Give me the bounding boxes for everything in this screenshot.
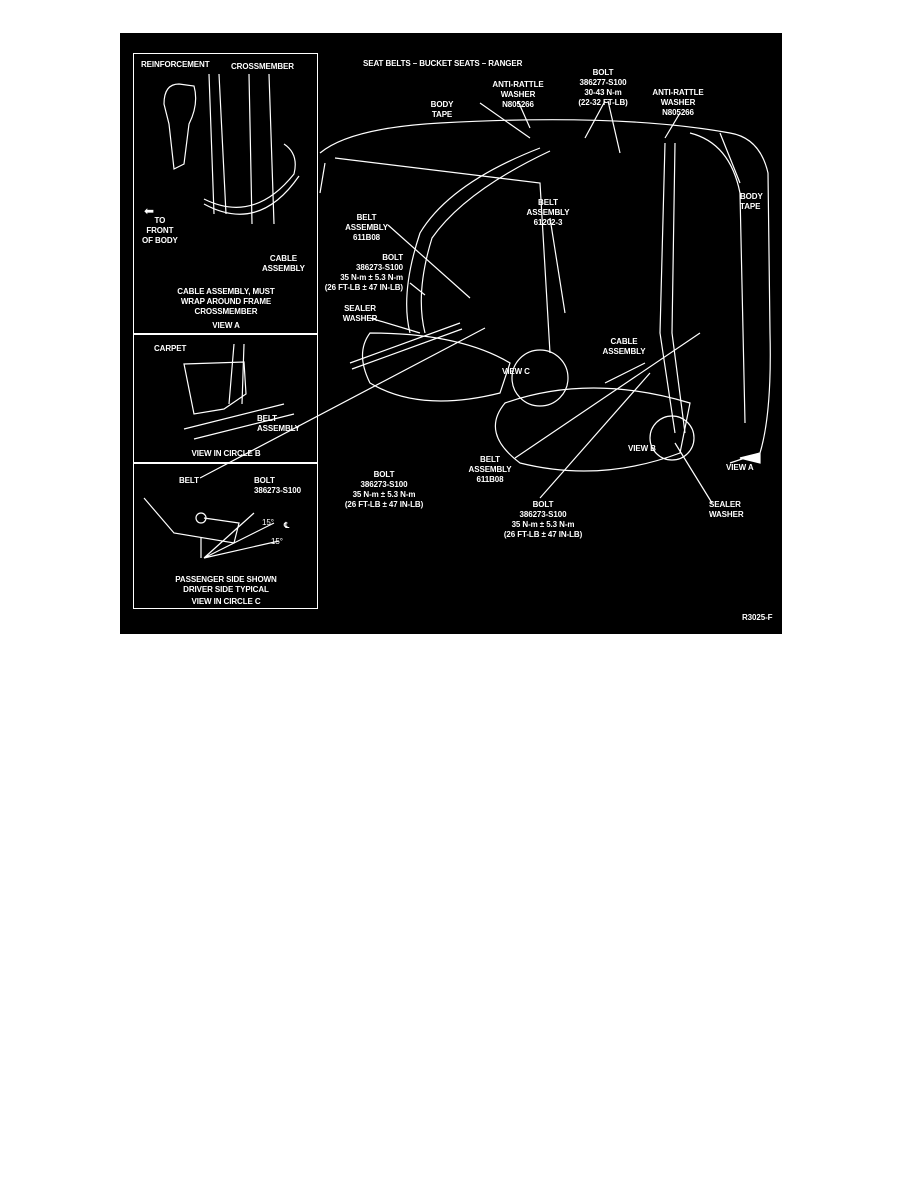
view-c-label: VIEW C — [502, 367, 530, 376]
sill-left — [349, 322, 463, 370]
rear-window — [319, 157, 551, 354]
anti-rattle-washer-label: ANTI-RATTLE WASHER N805266 — [652, 88, 704, 117]
left-shoulder-belt — [406, 147, 541, 334]
circle-b — [649, 415, 695, 461]
view-c-caption: VIEW IN CIRCLE C — [191, 597, 261, 606]
view-c-panel: BELT BOLT 386273-S100 15° ℄ 15° PASSENGE… — [133, 462, 318, 609]
line-art — [199, 100, 771, 504]
belt-assembly-label: BELT ASSEMBLY 611B08 — [345, 213, 388, 242]
cable-assembly-label: CABLE ASSEMBLY — [262, 254, 305, 273]
centerline-symbol: ℄ — [284, 521, 290, 530]
bolt-label: BOLT 386273-S100 35 N-m ± 5.3 N-m (26 FT… — [344, 470, 424, 509]
left-seat — [361, 332, 511, 402]
crossmember-label: CROSSMEMBER — [231, 62, 294, 71]
view-b-caption: VIEW IN CIRCLE B — [191, 449, 261, 458]
arrow-left-icon: ⬅ — [144, 204, 155, 218]
anti-rattle-washer-label: ANTI-RATTLE WASHER N805266 — [492, 80, 544, 109]
passenger-note: PASSENGER SIDE SHOWN DRIVER SIDE TYPICAL — [175, 575, 277, 594]
sealer-washer-label: SEALER WASHER — [709, 500, 744, 519]
body-tape-label: BODY TAPE — [740, 192, 763, 211]
view-a-art — [163, 73, 300, 225]
cable-assembly-label: CABLE ASSEMBLY — [602, 337, 646, 356]
circle-c — [511, 349, 569, 407]
belt-assembly-label: BELT ASSEMBLY — [257, 414, 300, 433]
belt-assembly-label: BELT ASSEMBLY 61202-3 — [526, 198, 570, 227]
cable-note: CABLE ASSEMBLY, MUST WRAP AROUND FRAME C… — [177, 287, 275, 316]
reinforcement-label: REINFORCEMENT — [141, 60, 210, 69]
view-a-panel: REINFORCEMENT CROSSMEMBER ⬅ TO FRONT OF … — [133, 53, 318, 335]
view-c-art — [143, 497, 280, 559]
seat-belt-diagram: SEAT BELTS – BUCKET SEATS – RANGER ANTI-… — [120, 33, 782, 634]
right-shoulder-belt — [659, 142, 686, 434]
cab-roof-outline — [319, 119, 771, 464]
diagram-title: SEAT BELTS – BUCKET SEATS – RANGER — [363, 59, 523, 68]
bolt-label: BOLT 386273-S100 — [254, 476, 301, 495]
body-tape-label: BODY TAPE — [430, 100, 454, 119]
angle-label: 15° — [271, 537, 283, 546]
carpet-label: CARPET — [154, 344, 187, 353]
angle-label: 15° — [262, 518, 274, 527]
belt-assembly-label: BELT ASSEMBLY 611B08 — [468, 455, 512, 484]
b-pillar — [689, 132, 746, 424]
view-a-label: VIEW A — [726, 463, 754, 472]
belt-label: BELT — [179, 476, 199, 485]
bolt-top-label: BOLT 386277-S100 30-43 N-m (22-32 FT-LB) — [578, 68, 628, 107]
right-seat — [494, 387, 691, 472]
bolt-label: BOLT 386273-S100 35 N-m ± 5.3 N-m (26 FT… — [503, 500, 583, 539]
view-b-art — [183, 343, 295, 440]
to-front-label: TO FRONT OF BODY — [142, 216, 178, 245]
view-b-panel: CARPET BELT ASSEMBLY VIEW IN CIRCLE B — [133, 333, 318, 464]
view-b-label: VIEW B — [628, 444, 656, 453]
bolt-label: BOLT 386273-S100 35 N-m ± 5.3 N-m (26 FT… — [324, 253, 403, 292]
sealer-washer-label: SEALER WASHER — [342, 304, 378, 323]
figure-id: R3025-F — [742, 613, 773, 622]
view-a-caption: VIEW A — [212, 321, 240, 330]
